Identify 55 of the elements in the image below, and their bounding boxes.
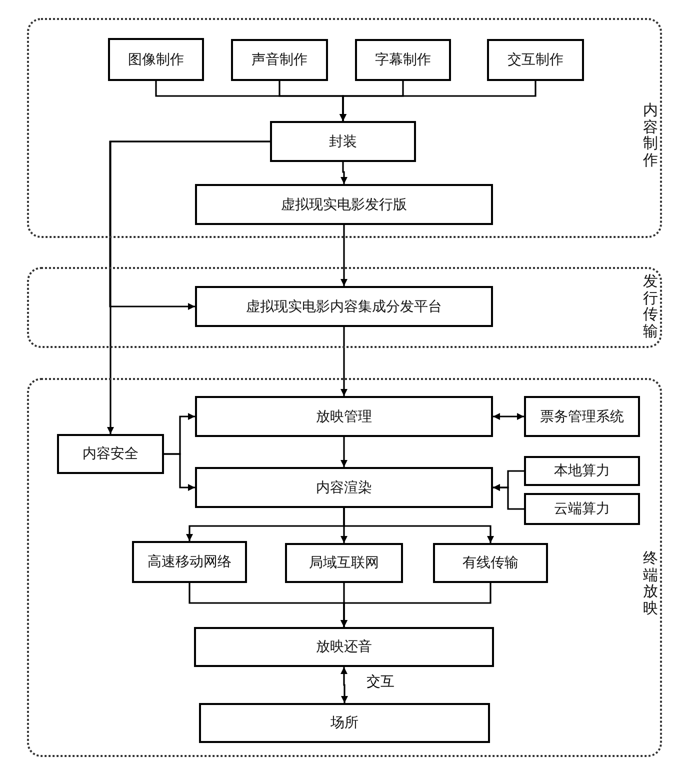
process-box [132, 541, 247, 583]
box-label: 本地算力 [554, 462, 610, 480]
box-label: 局域互联网 [309, 554, 379, 572]
box-label: 有线传输 [462, 554, 518, 572]
edge-label: 交互 [364, 673, 396, 691]
box-label: 声音制作 [252, 51, 308, 69]
process-box [270, 121, 416, 162]
process-box [195, 396, 493, 437]
box-label: 内容渲染 [316, 478, 372, 496]
stage-band [27, 267, 662, 348]
arrow [340, 437, 348, 467]
process-box [524, 396, 640, 437]
box-label: 场所 [330, 714, 358, 732]
process-box [194, 627, 494, 667]
box-label: 图像制作 [128, 50, 184, 68]
process-box [108, 38, 204, 81]
box-label: 放映还音 [316, 638, 372, 656]
box-label: 高速移动网络 [148, 553, 232, 571]
box-label: 封装 [329, 132, 357, 150]
arrow [343, 508, 494, 543]
arrow [340, 81, 536, 121]
stage-band [27, 18, 662, 238]
box-label: 字幕制作 [375, 51, 431, 69]
box-label: 票务管理系统 [540, 408, 624, 426]
arrow [493, 413, 524, 420]
process-box [433, 543, 548, 583]
box-label: 云端算力 [554, 500, 610, 518]
process-box [195, 467, 493, 508]
arrow [340, 583, 492, 627]
box-label: 虚拟现实电影发行版 [281, 196, 407, 214]
process-box [285, 543, 403, 583]
box-label: 内容安全 [82, 445, 138, 463]
box-label: 放映管理 [316, 408, 372, 426]
arrow [107, 140, 270, 434]
box-label: 虚拟现实电影内容集成分发平台 [246, 298, 442, 316]
process-box [487, 39, 584, 81]
process-box [57, 434, 164, 474]
arrow [164, 453, 195, 491]
process-box [195, 286, 493, 327]
process-box [524, 493, 640, 525]
process-box [195, 184, 493, 225]
arrow [493, 484, 524, 510]
stage-label: 发行传输 [643, 273, 658, 339]
process-box [199, 703, 490, 743]
box-label: 交互制作 [508, 51, 564, 69]
process-box [355, 39, 451, 81]
stage-label: 内容制作 [643, 102, 658, 168]
arrow [340, 162, 348, 184]
arrow [340, 327, 348, 396]
process-box [524, 456, 640, 486]
arrow [340, 225, 348, 286]
process-box [231, 39, 328, 81]
stage-label: 终端放映 [643, 550, 658, 616]
stage-band [27, 378, 662, 757]
arrow [340, 667, 348, 703]
